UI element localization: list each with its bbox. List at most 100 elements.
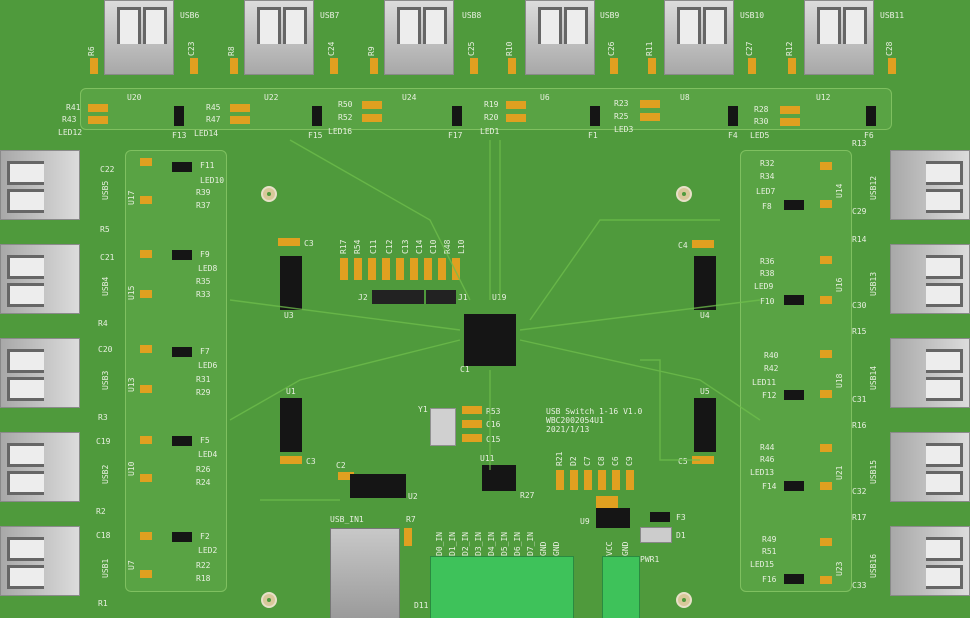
pad xyxy=(820,390,832,398)
usb-in-connector xyxy=(330,528,400,618)
terminal-block xyxy=(430,556,574,618)
ic-f7 xyxy=(172,347,192,357)
label-u3: U3 xyxy=(284,311,294,320)
usb-connector-left-1 xyxy=(0,150,80,220)
label-r49: R49 xyxy=(762,535,777,544)
usb-connector-top-6 xyxy=(804,0,874,75)
label-c21: C21 xyxy=(100,253,115,262)
title-line-2: WBC2002054U1 xyxy=(546,416,604,425)
pad xyxy=(140,436,152,444)
label-r51: R51 xyxy=(762,547,777,556)
title-line-3: 2021/1/13 xyxy=(546,425,590,434)
label-f13: F13 xyxy=(172,131,187,140)
ic-f14 xyxy=(784,481,804,491)
label-r17: R17 xyxy=(852,513,867,522)
pad xyxy=(610,58,618,74)
label-f11: F11 xyxy=(200,161,215,170)
label-u8: U8 xyxy=(680,93,690,102)
ic-f11 xyxy=(172,162,192,172)
pad xyxy=(820,162,832,170)
label-r24: R24 xyxy=(196,478,211,487)
label-r1: R1 xyxy=(98,599,108,608)
label-usb10: USB10 xyxy=(740,11,765,20)
label-f15: F15 xyxy=(308,131,323,140)
pad xyxy=(330,58,338,74)
title-line-1: USB Switch 1-16 V1.0 xyxy=(546,407,643,416)
usb-connector-top-2 xyxy=(244,0,314,75)
label-f3: F3 xyxy=(676,513,686,522)
label-d1: D1 xyxy=(676,531,686,540)
label-r52: R52 xyxy=(338,113,353,122)
usb-connector-right-5 xyxy=(890,526,970,596)
pad xyxy=(88,104,108,112)
label-f14: F14 xyxy=(762,482,777,491)
label-u12: U12 xyxy=(816,93,831,102)
label-r32: R32 xyxy=(760,159,775,168)
label-c19: C19 xyxy=(96,437,111,446)
usb-connector-left-2 xyxy=(0,244,80,314)
label-c3b: C3 xyxy=(306,457,316,466)
label-c30: C30 xyxy=(852,301,867,310)
label-f2: F2 xyxy=(200,532,210,541)
label-r37: R37 xyxy=(196,201,211,210)
ic-f5 xyxy=(172,436,192,446)
header-j1 xyxy=(426,290,456,304)
label-c5: C5 xyxy=(678,457,688,466)
pad xyxy=(596,496,618,508)
label-u9: U9 xyxy=(580,517,590,526)
label-r3: R3 xyxy=(98,413,108,422)
label-f10: F10 xyxy=(760,297,775,306)
pad xyxy=(820,576,832,584)
label-led14: LED14 xyxy=(194,129,219,138)
label-c4: C4 xyxy=(678,241,688,250)
label-f6: F6 xyxy=(864,131,874,140)
label-led16: LED16 xyxy=(328,127,353,136)
ic-f16 xyxy=(784,574,804,584)
pad xyxy=(640,113,660,121)
label-r25: R25 xyxy=(614,112,629,121)
label-r34: R34 xyxy=(760,172,775,181)
usb-connector-left-3 xyxy=(0,338,80,408)
pad xyxy=(140,345,152,353)
pad xyxy=(90,58,98,74)
pad xyxy=(140,158,152,166)
label-r5: R5 xyxy=(100,225,110,234)
label-r27: R27 xyxy=(520,491,535,500)
ic-u19-mcu xyxy=(464,314,516,366)
pad xyxy=(230,116,250,124)
label-usb-in: USB_IN1 xyxy=(330,515,364,524)
label-r30: R30 xyxy=(754,117,769,126)
usb-connector-top-3 xyxy=(384,0,454,75)
label-c33: C33 xyxy=(852,581,867,590)
label-r19: R19 xyxy=(484,100,499,109)
top-zone xyxy=(80,88,892,130)
pad xyxy=(692,456,714,464)
ic-f4 xyxy=(728,106,738,126)
pad xyxy=(506,101,526,109)
label-u19: U19 xyxy=(492,293,507,302)
ic-u11 xyxy=(482,465,516,491)
label-usb8: USB8 xyxy=(462,11,482,20)
pad xyxy=(404,528,412,546)
label-led13: LED13 xyxy=(750,468,775,477)
label-y1: Y1 xyxy=(418,405,428,414)
pad xyxy=(88,116,108,124)
label-usb9: USB9 xyxy=(600,11,620,20)
label-r53: R53 xyxy=(486,407,501,416)
usb-connector-top-4 xyxy=(525,0,595,75)
label-f12: F12 xyxy=(762,391,777,400)
label-r41: R41 xyxy=(66,103,81,112)
ic-f6 xyxy=(866,106,876,126)
label-f1: F1 xyxy=(588,131,598,140)
ic-f17 xyxy=(452,106,462,126)
label-f8: F8 xyxy=(762,202,772,211)
label-r13: R13 xyxy=(852,139,867,148)
ic-f13 xyxy=(174,106,184,126)
label-c22: C22 xyxy=(100,165,115,174)
usb-connector-right-4 xyxy=(890,432,970,502)
cap-row-pads xyxy=(340,258,464,280)
pad xyxy=(692,240,714,248)
diode-d1 xyxy=(640,527,672,543)
label-j1: J1 xyxy=(458,293,468,302)
